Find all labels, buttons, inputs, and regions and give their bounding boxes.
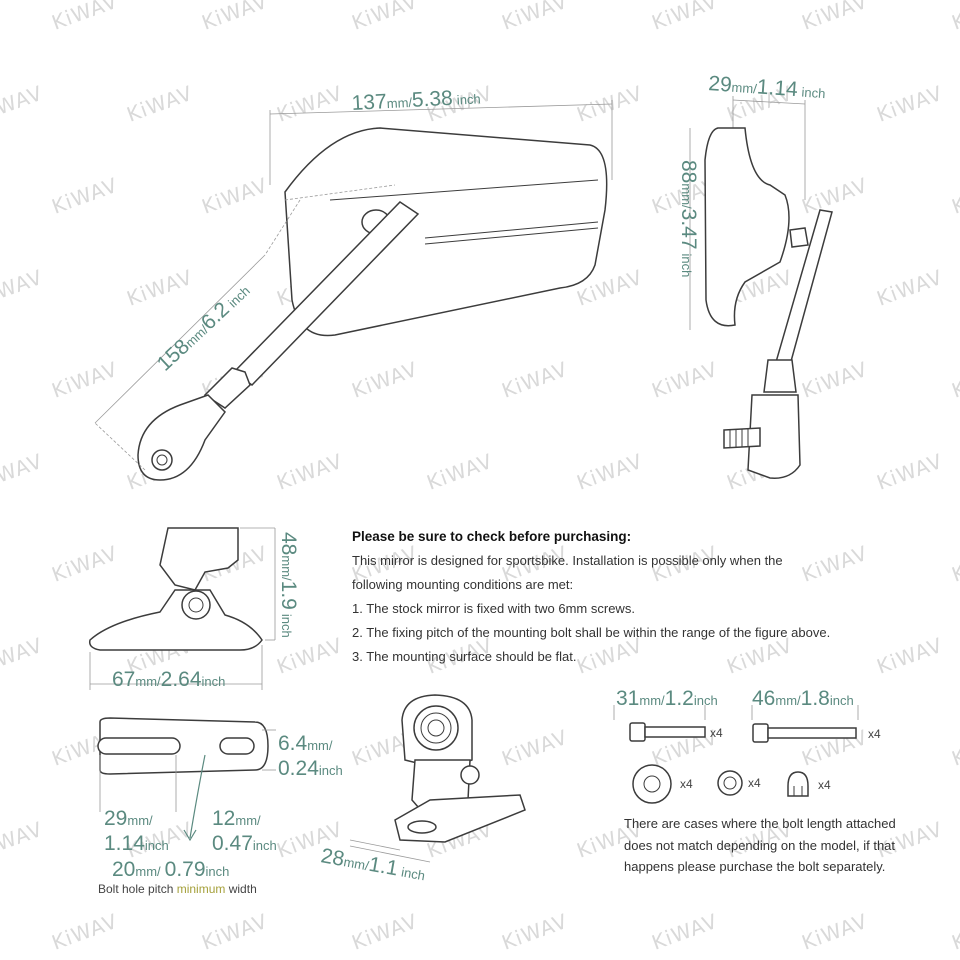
watermark-text: KiWAV [0, 633, 46, 679]
watermark-text: KiWAV [949, 541, 960, 587]
notes-intro: This mirror is designed for sportsbike. … [352, 553, 783, 592]
watermark-text: KiWAV [574, 449, 647, 495]
cap-nut-icon [787, 771, 809, 797]
watermark-text: KiWAV [49, 173, 122, 219]
watermark-text: KiWAV [274, 81, 347, 127]
mirror-height-dimension: 88mm/3.47inch [677, 160, 700, 277]
watermark-text: KiWAV [49, 357, 122, 403]
watermark-text: KiWAV [49, 909, 122, 955]
mount-3d-view [349, 694, 526, 863]
svg-text:1.14inch: 1.14inch [104, 832, 169, 855]
svg-text:29mm/: 29mm/ [104, 807, 153, 830]
bolt-short [613, 705, 706, 742]
caption-highlight: minimum [176, 882, 226, 896]
cap-nut-qty: x4 [818, 778, 831, 792]
bolt-short-qty: x4 [710, 726, 723, 740]
caption-text-end: width [225, 882, 257, 896]
watermark-text: KiWAV [274, 449, 347, 495]
bolt-short-dimension: 31mm/1.2inch [616, 687, 718, 710]
notes-title: Please be sure to check before purchasin… [352, 529, 632, 544]
bolt-long [751, 705, 859, 743]
watermark-text: KiWAV [649, 357, 722, 403]
watermark-text: KiWAV [124, 81, 197, 127]
watermark-text: KiWAV [949, 725, 960, 771]
svg-text:28mm/1.1inch: 28mm/1.1inch [319, 844, 427, 885]
svg-text:12mm/: 12mm/ [212, 807, 261, 830]
washer-large-icon [632, 764, 672, 804]
watermark-text: KiWAV [0, 265, 46, 311]
bracket-side-view [88, 527, 276, 690]
watermark-text: KiWAV [199, 173, 272, 219]
watermark-text: KiWAV [499, 909, 572, 955]
washer-large-qty: x4 [680, 777, 693, 791]
watermark-text: KiWAV [199, 909, 272, 955]
mount-width-dimension: 28mm/1.1inch [319, 844, 427, 885]
watermark-text: KiWAV [949, 173, 960, 219]
bolt-pitch-caption: Bolt hole pitch minimum width [98, 882, 257, 896]
mirror-front-view [94, 100, 613, 481]
plate-gap-dimension: 12mm/ 0.47inch [212, 807, 277, 855]
bolt-length-note: There are cases where the bolt length at… [624, 816, 896, 874]
svg-text:46mm/1.8inch: 46mm/1.8inch [752, 687, 854, 710]
washer-small-qty: x4 [748, 776, 761, 790]
svg-text:20mm/0.79inch: 20mm/0.79inch [112, 858, 229, 881]
watermark-text: KiWAV [349, 0, 422, 35]
svg-text:88mm/3.47inch: 88mm/3.47inch [677, 160, 700, 277]
watermark-text: KiWAV [274, 633, 347, 679]
plate-thickness-dimension: 6.4mm/ 0.24inch [278, 732, 343, 780]
washer-small-icon [717, 770, 743, 796]
bolt-long-qty: x4 [868, 727, 881, 741]
watermark-text: KiWAV [349, 357, 422, 403]
caption-text: Bolt hole pitch [98, 882, 177, 896]
watermark-text: KiWAV [0, 81, 46, 127]
watermark-text: KiWAV [874, 449, 947, 495]
watermark-text: KiWAV [0, 817, 46, 863]
notes-item: 1. The stock mirror is fixed with two 6m… [352, 601, 635, 616]
watermark-text: KiWAV [799, 909, 872, 955]
bracket-height-dimension: 48mm/1.9inch [277, 532, 300, 638]
watermark-text: KiWAV [949, 0, 960, 35]
svg-text:67mm/2.64inch: 67mm/2.64inch [112, 668, 225, 691]
watermark-text: KiWAV [499, 725, 572, 771]
svg-text:0.47inch: 0.47inch [212, 832, 277, 855]
purchase-notes: Please be sure to check before purchasin… [352, 525, 912, 669]
notes-item: 2. The fixing pitch of the mounting bolt… [352, 625, 831, 640]
watermark-text: KiWAV [799, 0, 872, 35]
plate-slot-dimension: 29mm/ 1.14inch [104, 807, 169, 855]
watermark-text: KiWAV [49, 541, 122, 587]
svg-text:6.4mm/: 6.4mm/ [278, 732, 333, 755]
watermark-text: KiWAV [649, 0, 722, 35]
watermark-text: KiWAV [349, 909, 422, 955]
watermark-text: KiWAV [499, 0, 572, 35]
watermark-text: KiWAV [799, 173, 872, 219]
svg-text:0.24inch: 0.24inch [278, 757, 343, 780]
mirror-side-view [689, 96, 833, 479]
watermark-text: KiWAV [799, 357, 872, 403]
bolt-long-dimension: 46mm/1.8inch [752, 687, 854, 710]
svg-text:31mm/1.2inch: 31mm/1.2inch [616, 687, 718, 710]
watermark-text: KiWAV [49, 0, 122, 35]
watermark-text: KiWAV [124, 265, 197, 311]
svg-text:48mm/1.9inch: 48mm/1.9inch [277, 532, 300, 638]
watermark-text: KiWAV [424, 449, 497, 495]
notes-item: 3. The mounting surface should be flat. [352, 649, 577, 664]
watermark-text: KiWAV [649, 909, 722, 955]
watermark-text: KiWAV [199, 0, 272, 35]
watermark-text: KiWAV [499, 357, 572, 403]
watermark-text: KiWAV [0, 449, 46, 495]
watermark-text: KiWAV [949, 909, 960, 955]
watermark-text: KiWAV [874, 265, 947, 311]
watermark-text: KiWAV [949, 357, 960, 403]
bracket-width-dimension: 67mm/2.64inch [112, 668, 225, 691]
watermark-text: KiWAV [874, 81, 947, 127]
bolt-pitch-dimension: 20mm/0.79inch [112, 858, 229, 881]
base-plate-view [97, 717, 276, 842]
svg-text:29mm/1.14inch: 29mm/1.14inch [708, 72, 827, 103]
